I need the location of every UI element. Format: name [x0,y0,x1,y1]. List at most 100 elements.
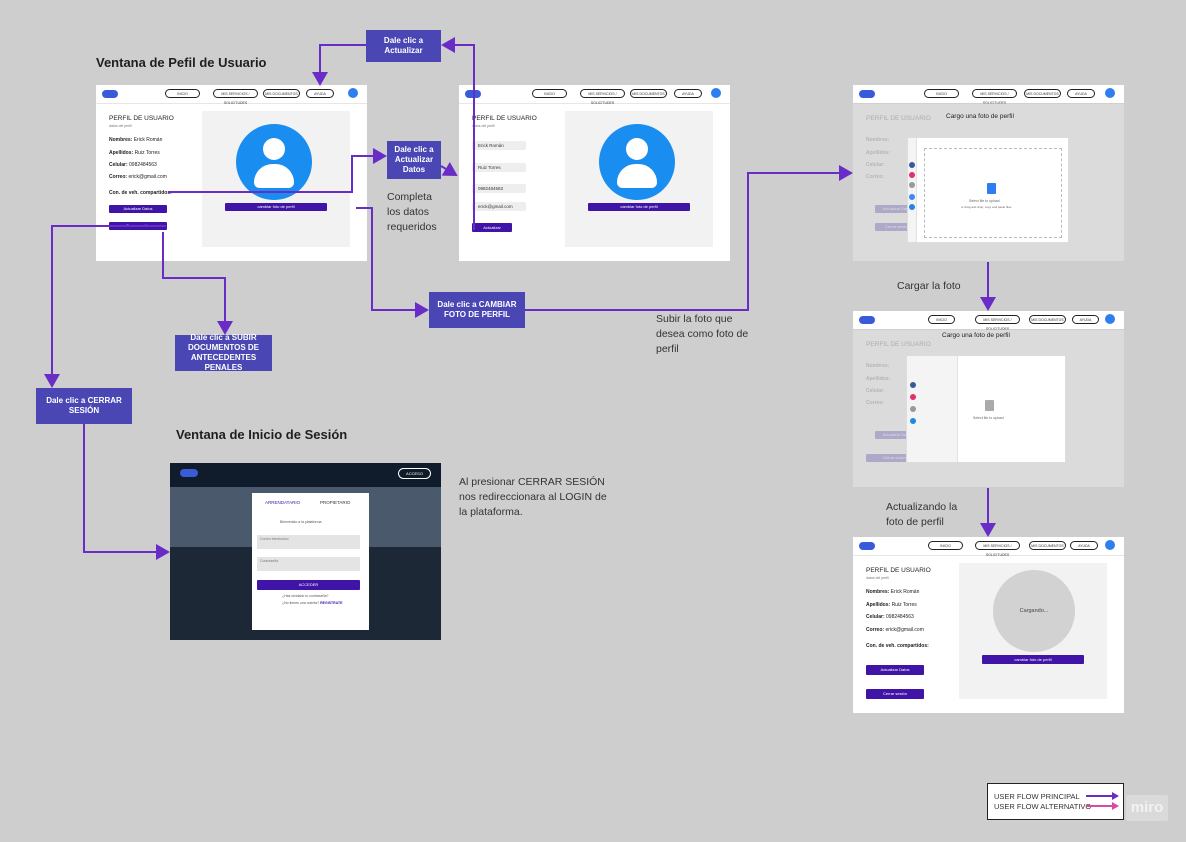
cambiar-foto-button[interactable]: cambiar foto de perfil [588,203,690,211]
url-icon[interactable] [909,182,915,188]
navbar: INICIO MIS SERVICIOS / SOLICITUDES MIS D… [459,85,730,105]
celular-input[interactable]: 0982484563 [472,184,526,193]
drive-icon[interactable] [909,194,915,200]
profile-subtitle: datos del perfil [109,124,132,128]
legend: USER FLOW PRINCIPAL USER FLOW ALTERNATIV… [987,783,1124,820]
cambiar-foto-button[interactable]: cambiar foto de perfil [982,655,1084,664]
frame-editar: INICIO MIS SERVICIOS / SOLICITUDES MIS D… [459,85,730,261]
nav-inicio[interactable]: INICIO [924,89,959,98]
nav-mis-documentos[interactable]: MIS DOCUMENTOS [1029,541,1066,550]
user-icon[interactable] [348,88,358,98]
flow-actualizar-form-to-callout [441,37,475,230]
registro-link[interactable]: REGISTRATE [320,601,343,605]
correo-input[interactable]: erick@gmail.com [472,202,526,211]
callout-cerrar-sesion: Dale clic a CERRAR SESIÓN [36,388,132,424]
correo-value: erick@gmail.com [128,174,167,180]
user-icon[interactable] [1105,88,1115,98]
nav-inicio[interactable]: INICIO [928,541,963,550]
frame-upload: INICIO MIS SERVICIOS / SOLICITUDES MIS D… [853,85,1124,261]
nav-mis-documentos[interactable]: MIS DOCUMENTOS [1029,315,1066,324]
nav-inicio[interactable]: INICIO [532,89,567,98]
nombres-value: Erick Román [133,137,163,143]
avatar [599,124,675,200]
avatar-panel: cambiar foto de perfil [565,111,713,247]
facebook-icon[interactable] [909,162,915,168]
instagram-icon[interactable] [910,394,916,400]
acceso-button[interactable]: ACCESO [398,468,431,479]
navbar: INICIO MIS SERVICIOS / SOLICITUDES MIS D… [853,537,1124,557]
user-icon[interactable] [711,88,721,98]
nav-inicio[interactable]: INICIO [165,89,200,98]
flow-perfil-to-actualizar-datos [168,148,387,193]
cloud-icon[interactable] [909,204,915,210]
legend-alternativo: USER FLOW ALTERNATIVO [994,802,1092,811]
nombres-label: Nombres: [109,137,133,143]
flow-cerrar-to-login [83,424,170,560]
login-card: ARRENDATARIO PROPIETARIO Bienvenido a la… [252,493,369,630]
dropzone[interactable]: Select file to upload or drag and drop, … [924,148,1062,238]
note-actualizando: Actualizando la foto de perfil [886,501,958,528]
nav-mis-documentos[interactable]: MIS DOCUMENTOS [630,89,667,98]
dropzone-text: Select file to upload [969,199,1000,203]
nav-ayuda[interactable]: AYUDA [1072,315,1099,324]
actualizar-datos-button[interactable]: Actualizar Datos [109,205,167,213]
password-input[interactable]: Contraseña [257,557,360,571]
cerrar-sesion-button[interactable]: Cerrar sesión [866,689,924,699]
avatar-panel: Cargando... cambiar foto de perfil [959,563,1107,699]
instagram-icon[interactable] [909,172,915,178]
nav-mis-servicios[interactable]: MIS SERVICIOS / SOLICITUDES [213,89,258,105]
apellidos-label: Apellidos: [109,150,134,156]
nombres-label: Nombres: [866,589,890,595]
cambiar-foto-button[interactable]: cambiar foto de perfil [225,203,327,211]
frame-login: ACCESO ARRENDATARIO PROPIETARIO Bienveni… [170,463,441,640]
avatar-loading: Cargando... [993,570,1075,652]
nav-ayuda[interactable]: AYUDA [306,89,334,98]
vehiculo-label: Con. de veh. compartidos: [866,643,929,649]
logo [180,469,198,477]
email-input[interactable]: Correo electrónico [257,535,360,549]
celular-value: 0982484563 [886,614,914,620]
tab-arrendatario[interactable]: ARRENDATARIO [265,500,301,505]
user-icon[interactable] [1105,540,1115,550]
nav-mis-documentos[interactable]: MIS DOCUMENTOS [263,89,300,98]
nav-mis-documentos[interactable]: MIS DOCUMENTOS [1024,89,1061,98]
frame-file-picker: INICIO MIS SERVICIOS / SOLICITUDES MIS D… [853,311,1124,487]
dropzone-subtext: or drag and drop, copy and paste files [961,205,1012,209]
profile-title: PERFIL DE USUARIO [109,115,174,122]
user-icon[interactable] [1105,314,1115,324]
nav-ayuda[interactable]: AYUDA [674,89,702,98]
miro-watermark: miro [1126,795,1168,821]
nav-inicio[interactable]: INICIO [928,315,955,324]
correo-label: Correo: [109,174,128,180]
profile-subtitle: datos del perfil [866,576,889,580]
logo [102,90,118,98]
vehiculo-label: Con. de veh. compartidos: [109,190,172,196]
navbar: INICIO MIS SERVICIOS / SOLICITUDES MIS D… [96,85,367,105]
url-icon[interactable] [910,406,916,412]
logo [859,90,875,98]
olvido-link[interactable]: ¿Has olvidado tu contraseña? [282,594,329,598]
note-subir-foto: Subir la foto que desea como foto de per… [656,313,749,355]
profile-title: PERFIL DE USUARIO [866,567,931,574]
nav-ayuda[interactable]: AYUDA [1070,541,1098,550]
frame-cargando: INICIO MIS SERVICIOS / SOLICITUDES MIS D… [853,537,1124,713]
note-cargar-foto: Cargar la foto [897,280,961,292]
cloud-icon[interactable] [910,418,916,424]
nombre-input[interactable]: Erick Román [472,141,526,150]
celular-label: Celular: [109,162,128,168]
flow-callout-to-upload [525,165,853,311]
flow-cerrar-to-callout [44,225,166,388]
nav-mis-servicios[interactable]: MIS SERVICIOS / SOLICITUDES [975,541,1020,557]
apellido-input[interactable]: Ruiz Torres [472,163,526,172]
facebook-icon[interactable] [910,382,916,388]
callout-subir-docs: Dale clic a SUBIR DOCUMENTOS DE ANTECEDE… [175,333,272,372]
nav-mis-servicios[interactable]: MIS SERVICIOS / SOLICITUDES [580,89,625,105]
tab-propietario[interactable]: PROPIETARIO [320,500,351,505]
acceder-button[interactable]: ACCEDER [257,580,360,590]
actualizar-datos-button[interactable]: Actualizar Datos [866,665,924,675]
avatar [236,124,312,200]
actualizar-button[interactable]: Actualizar [472,223,512,232]
nav-ayuda[interactable]: AYUDA [1067,89,1095,98]
correo-label: Correo: [866,627,885,633]
